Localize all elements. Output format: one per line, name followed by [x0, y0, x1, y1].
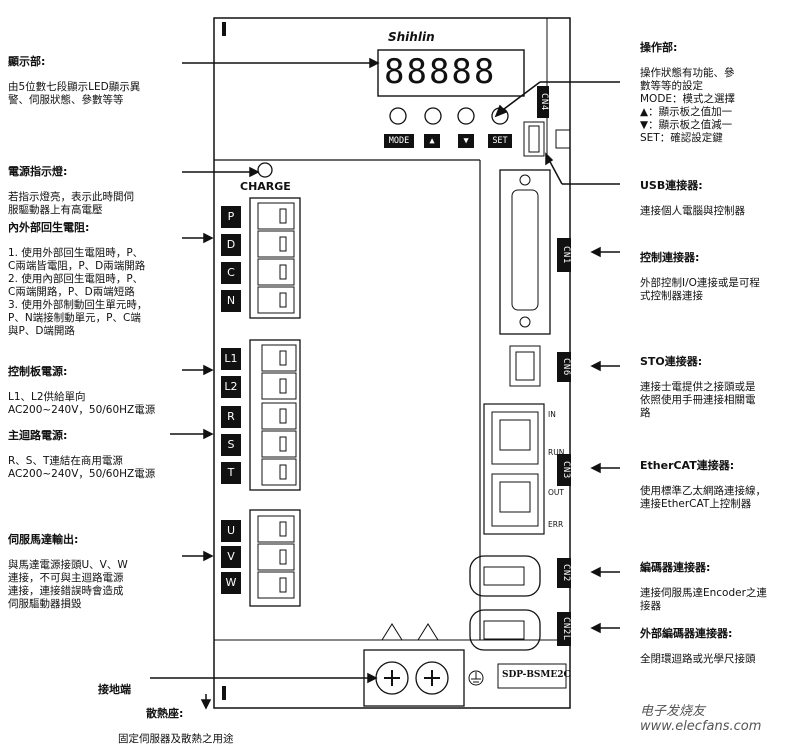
annotation-usb-title: USB連接器: [640, 179, 703, 192]
annotation-charge-title: 電源指示燈: [8, 165, 68, 178]
annotation-sto-body: 連接士電提供之接頭或是 依照使用手冊連接相關電 路 [640, 381, 756, 419]
ethercat-in-label: IN [548, 410, 556, 419]
annotation-display-title: 顯示部: [8, 55, 46, 68]
cn4-label: CN4 [537, 86, 549, 118]
terminal-l1: L1 [221, 348, 241, 370]
annotation-charge: 電源指示燈: 若指示燈亮，表示此時間伺 服驅動器上有高電壓 [8, 152, 183, 217]
annotation-display: 顯示部: 由5位數七段顯示LED顯示異 警、伺服狀態、參數等等 [8, 42, 183, 107]
annotation-heatsink-title: 散熱座: [146, 707, 184, 720]
terminal-c: C [221, 262, 241, 284]
annotation-ground-title: 接地端 [98, 683, 131, 696]
annotation-regen: 內外部回生電阻: 1. 使用外部回生電阻時，P、 C兩端皆電阻，P、D兩端開路 … [8, 208, 183, 338]
charge-label: CHARGE [240, 180, 291, 193]
annotation-ethercat-body: 使用標準乙太網路連接線， 連接EtherCAT上控制器 [640, 485, 766, 510]
annotation-regen-title: 內外部回生電阻: [8, 221, 90, 234]
cn6-label: CN6 [557, 352, 571, 382]
terminal-l2: L2 [221, 376, 241, 398]
annotation-regen-body: 1. 使用外部回生電阻時，P、 C兩端皆電阻，P、D兩端開路 2. 使用內部回生… [8, 247, 148, 337]
ethercat-run-label: RUN [548, 448, 565, 457]
annotation-charge-body: 若指示燈亮，表示此時間伺 服驅動器上有高電壓 [8, 191, 134, 216]
annotation-display-body: 由5位數七段顯示LED顯示異 警、伺服狀態、參數等等 [8, 81, 141, 106]
annotation-main-power: 主迴路電源: R、S、T連結在商用電源 AC200~240V，50/60HZ電源 [8, 416, 188, 481]
terminal-n: N [221, 290, 241, 312]
terminal-t: T [221, 462, 241, 484]
annotation-control-power-title: 控制板電源: [8, 365, 68, 378]
terminal-w: W [221, 572, 241, 594]
annotation-encoder-body: 連接伺服馬達Encoder之連 接器 [640, 587, 767, 612]
annotation-sto-title: STO連接器: [640, 355, 703, 368]
terminal-p: P [221, 206, 241, 228]
annotation-usb-body: 連接個人電腦與控制器 [640, 205, 745, 217]
brand-logo: Shihlin [388, 30, 435, 44]
set-button[interactable]: SET [488, 134, 512, 148]
seven-segment-display: 88888 [384, 52, 497, 92]
terminal-u: U [221, 520, 241, 542]
annotation-operation-title: 操作部: [640, 41, 678, 54]
annotation-main-power-body: R、S、T連結在商用電源 AC200~240V，50/60HZ電源 [8, 455, 156, 480]
watermark: 电子发烧友 www.elecfans.com [640, 704, 762, 734]
terminal-d: D [221, 234, 241, 256]
down-button[interactable]: ▼ [458, 134, 474, 148]
annotation-main-power-title: 主迴路電源: [8, 429, 68, 442]
up-button[interactable]: ▲ [424, 134, 440, 148]
annotation-motor-output-title: 伺服馬達輸出: [8, 533, 79, 546]
annotation-operation: 操作部: 操作狀態有功能、參 數等等的設定 MODE：模式之選擇 ▲：顯示板之值… [640, 28, 790, 145]
annotation-ethercat: EtherCAT連接器: 使用標準乙太網路連接線， 連接EtherCAT上控制器 [640, 446, 790, 511]
annotation-heatsink: 散熱座: 固定伺服器及散熱之用途 [118, 694, 318, 746]
annotation-sto: STO連接器: 連接士電提供之接頭或是 依照使用手冊連接相關電 路 [640, 342, 790, 420]
annotation-operation-body: 操作狀態有功能、參 數等等的設定 MODE：模式之選擇 ▲：顯示板之值加一 ▼：… [640, 67, 736, 144]
annotation-ext-encoder-body: 全閉環迴路或光學尺接頭 [640, 653, 756, 665]
terminal-r: R [221, 406, 241, 428]
model-label: SDP-BSME2C [502, 670, 571, 680]
terminal-v: V [221, 546, 241, 568]
annotation-ext-encoder-title: 外部編碼器連接器: [640, 627, 733, 640]
annotation-ground: 接地端 [98, 670, 131, 709]
ethercat-out-label: OUT [548, 488, 564, 497]
annotation-control-power: 控制板電源: L1、L2供給單向 AC200~240V，50/60HZ電源 [8, 352, 188, 417]
annotation-usb: USB連接器: 連接個人電腦與控制器 [640, 166, 790, 218]
annotation-motor-output-body: 與馬達電源接頭U、V、W 連接，不可與主迴路電源 連接，連接錯誤時會造成 伺服驅… [8, 559, 128, 610]
annotation-ext-encoder: 外部編碼器連接器: 全閉環迴路或光學尺接頭 [640, 614, 790, 666]
annotation-heatsink-body: 固定伺服器及散熱之用途 [118, 733, 234, 745]
annotation-motor-output: 伺服馬達輸出: 與馬達電源接頭U、V、W 連接，不可與主迴路電源 連接，連接錯誤… [8, 520, 188, 611]
terminal-s: S [221, 434, 241, 456]
annotation-control-power-body: L1、L2供給單向 AC200~240V，50/60HZ電源 [8, 391, 156, 416]
annotation-ethercat-title: EtherCAT連接器: [640, 459, 735, 472]
annotation-encoder-title: 編碼器連接器: [640, 561, 711, 574]
cn3-label: CN3 [557, 454, 571, 486]
cn2l-label: CN2L [557, 612, 571, 646]
mode-button[interactable]: MODE [384, 134, 414, 148]
annotation-control-connector-body: 外部控制I/O連接或是可程 式控制器連接 [640, 277, 760, 302]
cn2-label: CN2 [557, 558, 571, 588]
annotation-control-connector: 控制連接器: 外部控制I/O連接或是可程 式控制器連接 [640, 238, 790, 303]
cn1-label: CN1 [557, 238, 571, 272]
annotation-encoder: 編碼器連接器: 連接伺服馬達Encoder之連 接器 [640, 548, 790, 613]
annotation-control-connector-title: 控制連接器: [640, 251, 700, 264]
ethercat-err-label: ERR [548, 520, 564, 529]
